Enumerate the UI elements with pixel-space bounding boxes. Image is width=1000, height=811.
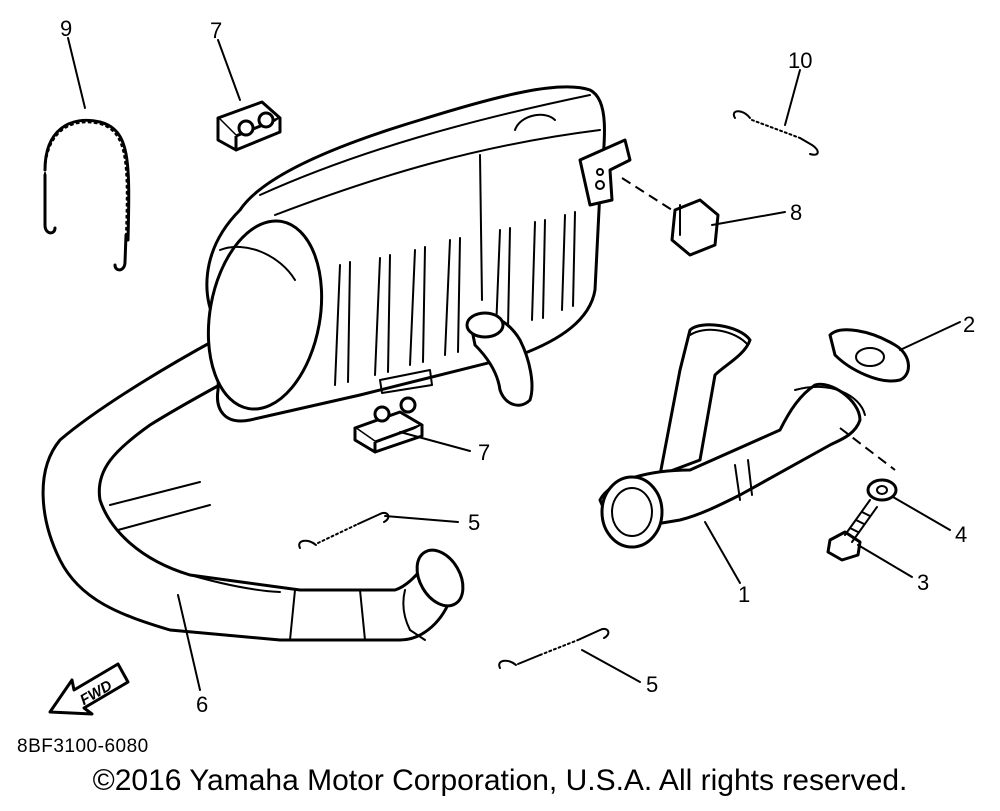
callout-5-upper: 5 xyxy=(468,510,480,535)
damper-bottom xyxy=(353,396,424,454)
leader-lines xyxy=(67,37,961,691)
spring-long xyxy=(43,118,131,272)
forward-arrow: FWD xyxy=(48,662,130,716)
bolt xyxy=(826,499,878,562)
muffler xyxy=(205,85,632,423)
callout-8: 8 xyxy=(790,200,802,225)
callout-numbers: 9 7 10 8 2 7 5 4 3 1 5 6 xyxy=(60,16,975,717)
callout-1: 1 xyxy=(738,582,750,607)
damper-top xyxy=(216,100,282,152)
diagram-code: 8BF3100-6080 xyxy=(17,736,149,757)
spring-short xyxy=(732,110,819,156)
callout-7-top: 7 xyxy=(210,18,222,43)
callout-6: 6 xyxy=(196,692,208,717)
spring-5-upper xyxy=(298,512,390,549)
copyright-notice: ©2016 Yamaha Motor Corporation, U.S.A. A… xyxy=(92,764,908,797)
callout-4: 4 xyxy=(955,522,967,547)
callout-7-lower: 7 xyxy=(478,440,490,465)
header-pipe xyxy=(598,323,866,549)
spring-5-lower xyxy=(498,628,610,669)
exhaust-pipe xyxy=(41,338,465,642)
callout-2: 2 xyxy=(963,312,975,337)
washer xyxy=(866,478,898,502)
callout-9: 9 xyxy=(60,16,72,41)
callout-3: 3 xyxy=(917,570,929,595)
callout-10: 10 xyxy=(788,48,812,73)
gasket xyxy=(828,328,910,383)
damper-plate xyxy=(670,198,720,257)
callout-5-lower: 5 xyxy=(646,672,658,697)
